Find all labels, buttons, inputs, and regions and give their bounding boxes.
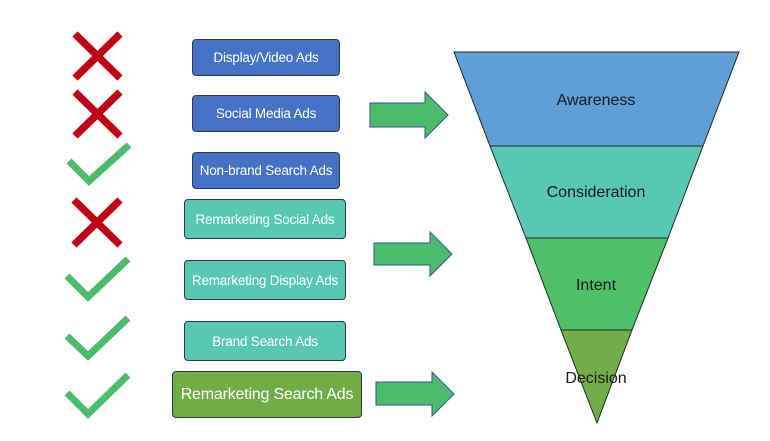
ad-channel-display-video: Display/Video Ads (192, 39, 340, 76)
ad-channel-label: Social Media Ads (215, 106, 317, 121)
checkmark-icon (64, 372, 131, 419)
funnel (453, 51, 740, 425)
checkmark-icon (66, 142, 132, 186)
ad-channel-label: Remarketing Search Ads (180, 385, 354, 403)
arrow-right-icon (375, 370, 455, 418)
ad-channel-label: Non-brand Search Ads (199, 163, 333, 178)
arrow-right-icon (369, 90, 449, 140)
ad-channel-label: Remarketing Display Ads (191, 272, 339, 288)
cross-icon (71, 197, 123, 248)
ad-channel-non-brand-search: Non-brand Search Ads (192, 152, 340, 189)
ad-channel-social-media: Social Media Ads (192, 95, 340, 132)
cross-icon (72, 31, 123, 81)
funnel-label-awareness: Awareness (557, 92, 636, 109)
checkmark-icon (64, 256, 131, 302)
funnel-label-intent: Intent (576, 277, 617, 294)
funnel-label-consideration: Consideration (547, 184, 646, 201)
checkmark-icon (64, 315, 131, 361)
ad-channel-remarketing-search: Remarketing Search Ads (172, 371, 362, 418)
ad-channel-label: Remarketing Social Ads (195, 211, 335, 227)
ad-channel-remarketing-social: Remarketing Social Ads (184, 199, 346, 239)
ad-channel-brand-search: Brand Search Ads (184, 321, 346, 361)
funnel-stage-decision (560, 329, 633, 425)
ad-channel-remarketing-display: Remarketing Display Ads (184, 260, 346, 300)
funnel-label-decision: Decision (565, 370, 626, 387)
ad-channel-label: Brand Search Ads (212, 333, 318, 349)
arrow-right-icon (373, 230, 453, 278)
cross-icon (72, 89, 123, 139)
ad-channel-label: Display/Video Ads (213, 50, 319, 65)
